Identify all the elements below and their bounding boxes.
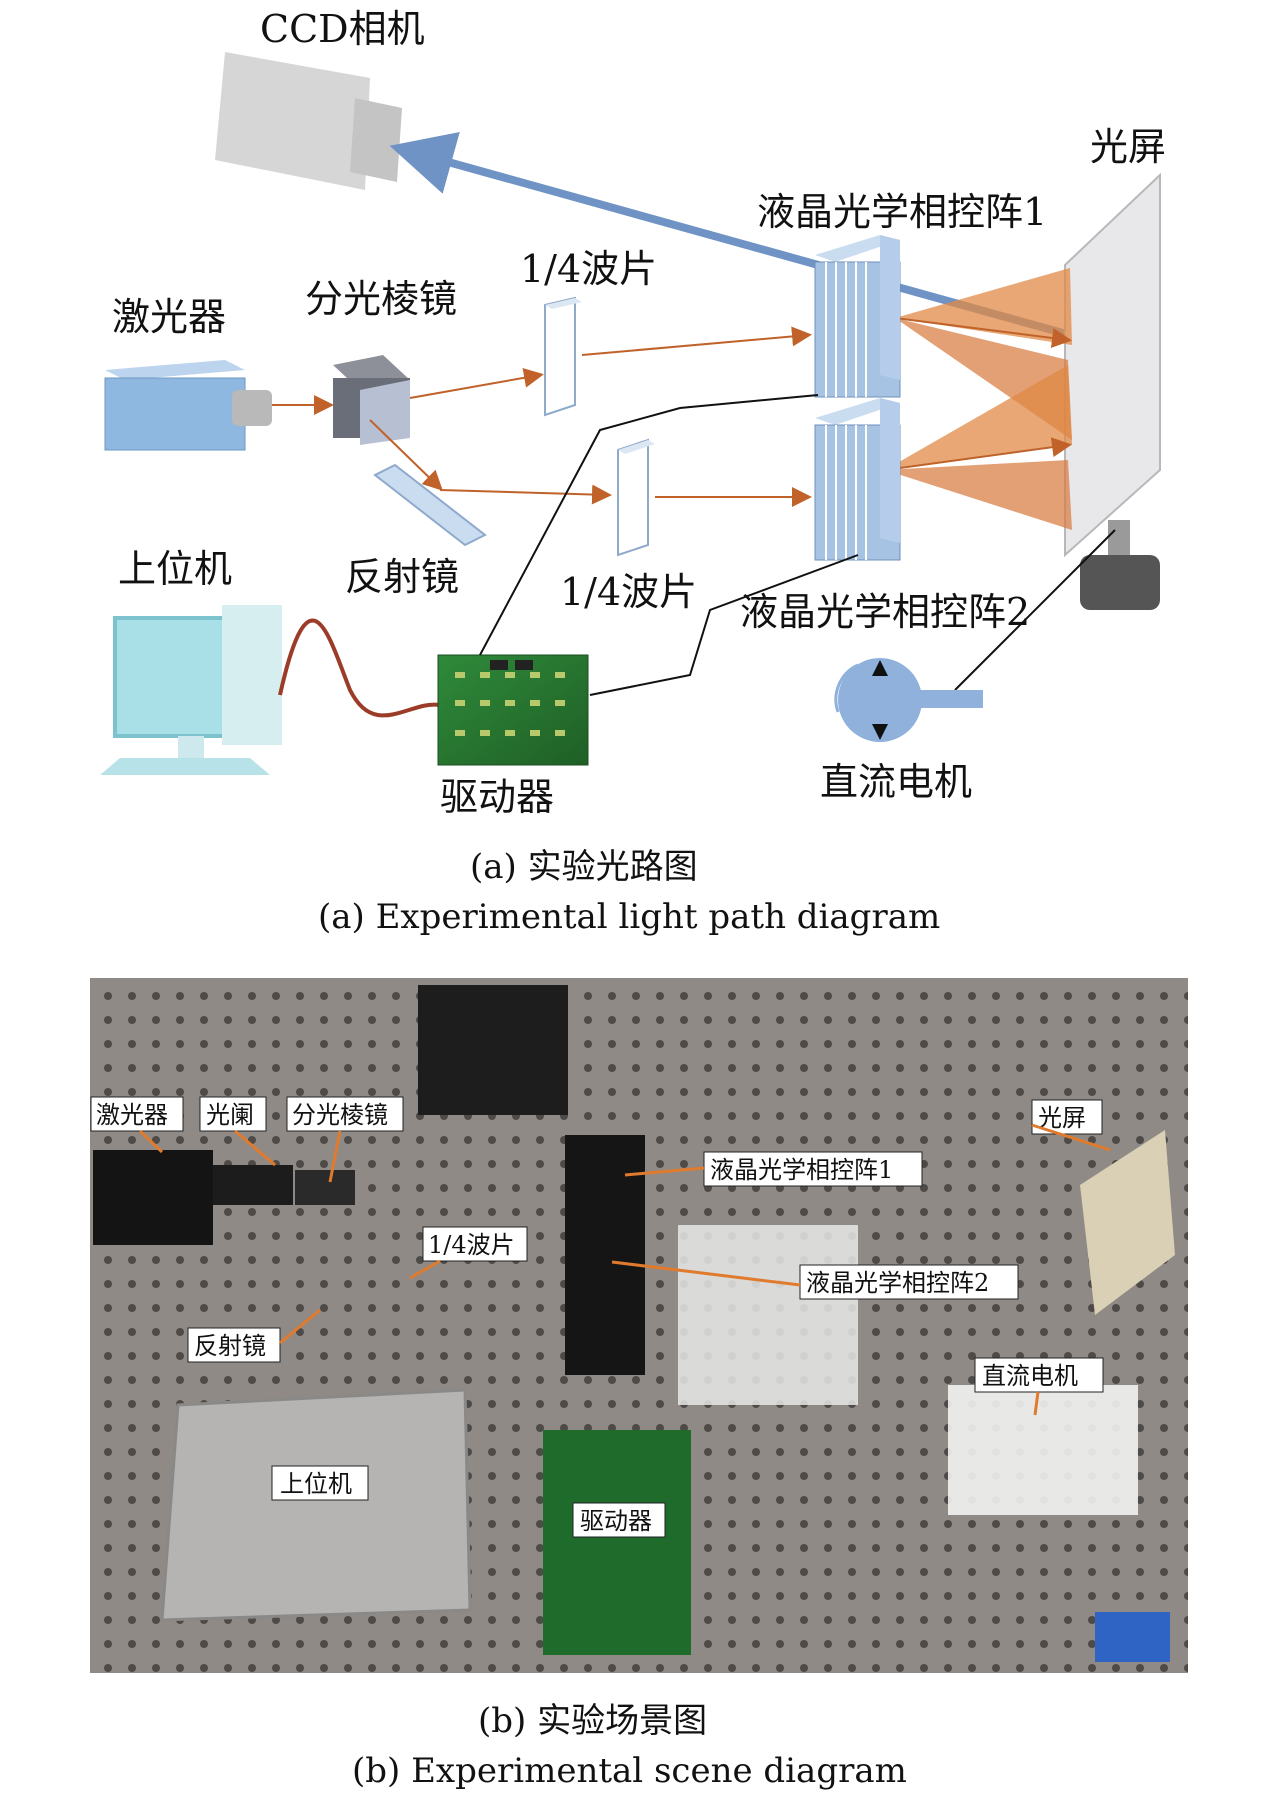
label-driver: 驱动器 (440, 775, 554, 819)
photo-label-lc-array-2: 液晶光学相控阵2 (806, 1269, 989, 1297)
photo-label-aperture: 光阑 (206, 1101, 254, 1129)
caption-b-cn: (b) 实验场景图 (478, 1701, 707, 1741)
photo-label-dc-motor: 直流电机 (982, 1362, 1078, 1390)
beam-splitter-prism-icon (333, 355, 410, 445)
label-ccd-camera: CCD相机 (260, 7, 425, 51)
label-beam-splitter-prism: 分光棱镜 (305, 277, 457, 321)
label-lc-array-1: 液晶光学相控阵1 (757, 190, 1047, 234)
fan-1 (895, 268, 1072, 345)
lc-array-2-icon (814, 398, 901, 561)
caption-a-en: (a) Experimental light path diagram (318, 897, 940, 937)
mirror-icon (373, 463, 487, 547)
label-light-screen: 光屏 (1090, 125, 1166, 169)
ccd-camera-icon (215, 52, 402, 190)
control-wire-1 (479, 394, 819, 656)
dc-motor-icon (834, 658, 983, 742)
control-wire-2 (589, 554, 859, 696)
label-mirror: 反射镜 (345, 555, 459, 599)
usb-cable (278, 618, 441, 718)
label-quarter-wave-plate-top: 1/4波片 (520, 247, 657, 291)
caption-a-cn: (a) 实验光路图 (470, 847, 698, 887)
photo-label-host-computer: 上位机 (280, 1470, 352, 1498)
photo-label-mirror: 反射镜 (194, 1332, 266, 1360)
label-host-computer: 上位机 (118, 547, 232, 591)
quarter-wave-plate-top-icon (544, 296, 582, 417)
photo-light-screen (1080, 1130, 1175, 1315)
driver-board-icon (437, 654, 589, 766)
photo-label-beam-splitter-prism: 分光棱镜 (292, 1101, 388, 1129)
light-screen-icon (1064, 172, 1161, 610)
label-laser: 激光器 (112, 295, 226, 339)
label-quarter-wave-plate-bottom: 1/4波片 (560, 570, 697, 614)
photo-battery (1095, 1612, 1170, 1662)
photo-label-lc-array-1: 液晶光学相控阵1 (710, 1156, 893, 1184)
photo-lc-arrays (565, 1135, 645, 1375)
photo-driver (543, 1430, 691, 1655)
photo-pointer-arrows (138, 1123, 1111, 1416)
laser-icon (104, 360, 272, 451)
photo-ccd-camera (418, 985, 568, 1115)
photo-label-light-screen: 光屏 (1038, 1104, 1086, 1132)
photo-label-quarter-wave-plate: 1/4波片 (428, 1231, 515, 1259)
photo-laser (93, 1150, 213, 1245)
label-dc-motor: 直流电机 (820, 760, 972, 804)
fan-2 (885, 365, 1072, 470)
host-computer-icon (100, 605, 282, 775)
motor-linkage (954, 529, 1116, 691)
photo-label-laser: 激光器 (96, 1101, 168, 1129)
label-lc-array-2: 液晶光学相控阵2 (740, 590, 1030, 634)
panel-a: CCD相机 光屏 液晶光 (100, 7, 1166, 937)
lc-array-1-icon (814, 235, 901, 398)
panel-b: 激光器 光阑 分光棱镜 液晶光学相控阵1 光屏 1/4波片 液晶光学相控阵2 反… (90, 978, 1188, 1791)
fan-2b (885, 460, 1072, 530)
caption-b-en: (b) Experimental scene diagram (352, 1751, 907, 1791)
photo-laptop (160, 1388, 472, 1622)
photo-label-driver: 驱动器 (580, 1507, 652, 1535)
quarter-wave-plate-bottom-icon (617, 438, 655, 557)
